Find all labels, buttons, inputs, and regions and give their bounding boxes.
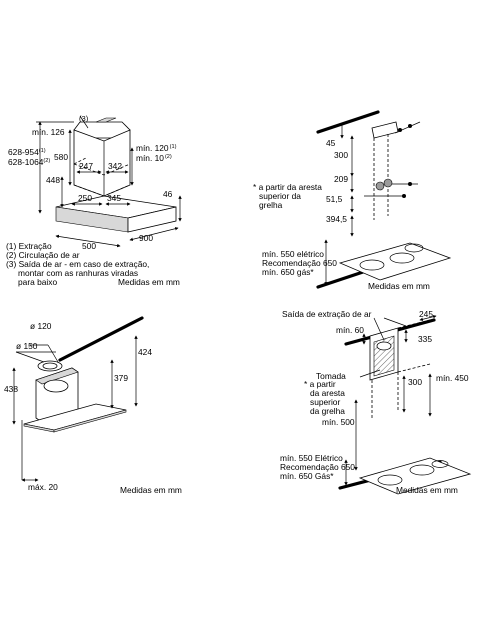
- note3-label: (3): [79, 114, 89, 123]
- wall-mounting-drawing: 45 300 209 51,5 394,5 * a partir da ares…: [253, 110, 452, 291]
- dim-342: 342: [108, 161, 122, 171]
- dim-628-954: 628-954(1): [8, 147, 46, 157]
- note3-leader: [79, 115, 89, 129]
- side-view-drawing: ø 120 ø 150 424 438 379 máx. 20 Medidas …: [4, 316, 182, 495]
- dim-min120-note: (1): [170, 144, 177, 150]
- legend-line-4: montar com as ranhuras viradas: [18, 268, 138, 278]
- fan-outlet: [43, 379, 69, 393]
- dim-628-1064-value: 628-1064: [8, 157, 44, 167]
- dim-d150: ø 150: [16, 341, 38, 351]
- dim-min120: mín. 120(1): [136, 143, 177, 153]
- dim-min126: mín. 126: [32, 127, 65, 137]
- installation-heights-drawing: Saída de extração de ar 245 mín. 60 335 …: [280, 309, 472, 495]
- units-label-q4: Medidas em mm: [396, 485, 458, 495]
- note-line-3: superior: [310, 397, 340, 407]
- note-line-4: da grelha: [310, 406, 345, 416]
- lower-screws: [364, 178, 418, 198]
- dim-d120: ø 120: [30, 321, 52, 331]
- dim-424: 424: [138, 347, 152, 357]
- dim-628-954-value: 628-954: [8, 147, 39, 157]
- dim-345: 345: [107, 193, 121, 203]
- units-label-q2: Medidas em mm: [368, 281, 430, 291]
- dim-500: 500: [82, 241, 96, 251]
- note-line-2: da aresta: [310, 388, 345, 398]
- dim-min10-note: (2): [165, 154, 172, 160]
- min-line-3: mín. 650 Gás*: [280, 471, 334, 481]
- min-line-1: mín. 550 Elétrico: [280, 453, 343, 463]
- dim-580: 580: [54, 152, 68, 162]
- min-line-2: Recomendação 650: [280, 462, 355, 472]
- air-outlet-slots: [95, 117, 117, 123]
- dim-247: 247: [79, 161, 93, 171]
- dim-min60: mín. 60: [336, 325, 364, 335]
- note-line-3: grelha: [259, 200, 283, 210]
- dim-51-5: 51,5: [326, 194, 343, 204]
- note-line-2: superior da: [259, 191, 301, 201]
- dim-min120-value: mín. 120: [136, 143, 169, 153]
- dim-min10-value: mín. 10: [136, 153, 164, 163]
- dim-438: 438: [4, 384, 18, 394]
- legend-line-2: (2) Circulação de ar: [6, 250, 80, 260]
- dim-628-1064-note: (2): [43, 158, 50, 164]
- dim-300: 300: [408, 377, 422, 387]
- dim-250: 250: [78, 193, 92, 203]
- canopy-side: [127, 206, 177, 233]
- dim-min10: mín. 10(2): [136, 153, 172, 163]
- legend-line-5: para baixo: [18, 277, 57, 287]
- dim-245: 245: [419, 309, 433, 319]
- ceiling-line: [316, 110, 380, 134]
- min-line-3: mín. 650 gás*: [262, 267, 314, 277]
- dim-46: 46: [163, 189, 173, 199]
- note-line-1: * a partir: [304, 379, 336, 389]
- dim-628-954-note: (1): [39, 148, 46, 154]
- units-label-q3: Medidas em mm: [120, 485, 182, 495]
- hood-dimensions-drawing: mín. 126 (3) 628-954(1) 628-1064(2) 580 …: [6, 114, 182, 287]
- dim-209: 209: [334, 174, 348, 184]
- units-label-q1: Medidas em mm: [118, 277, 180, 287]
- cooktop: [338, 242, 452, 281]
- dim-628-1064: 628-1064(2): [8, 157, 50, 167]
- outlet-title: Saída de extração de ar: [282, 309, 372, 319]
- legend-line-3: (3) Saída de ar - em caso de extração,: [6, 259, 149, 269]
- note-line-1: * a partir da aresta: [253, 182, 322, 192]
- dim-45: 45: [326, 138, 336, 148]
- dim-335: 335: [418, 334, 432, 344]
- dim-min450: mín. 450: [436, 373, 469, 383]
- dim-900: 900: [139, 233, 153, 243]
- min-line-2: Recomendação 650: [262, 258, 337, 268]
- min-line-1: mín. 550 elétrico: [262, 249, 324, 259]
- dim-394-5: 394,5: [326, 214, 347, 224]
- ceiling-line: [58, 316, 144, 362]
- dim-min500: mín. 500: [322, 417, 355, 427]
- tomada-label: Tomada: [316, 371, 346, 381]
- dim-448: 448: [46, 175, 60, 185]
- dim-max20: máx. 20: [28, 482, 58, 492]
- legend-line-1: (1) Extração: [6, 241, 52, 251]
- dim-379: 379: [114, 373, 128, 383]
- dim-300: 300: [334, 150, 348, 160]
- upper-bracket: [371, 121, 421, 220]
